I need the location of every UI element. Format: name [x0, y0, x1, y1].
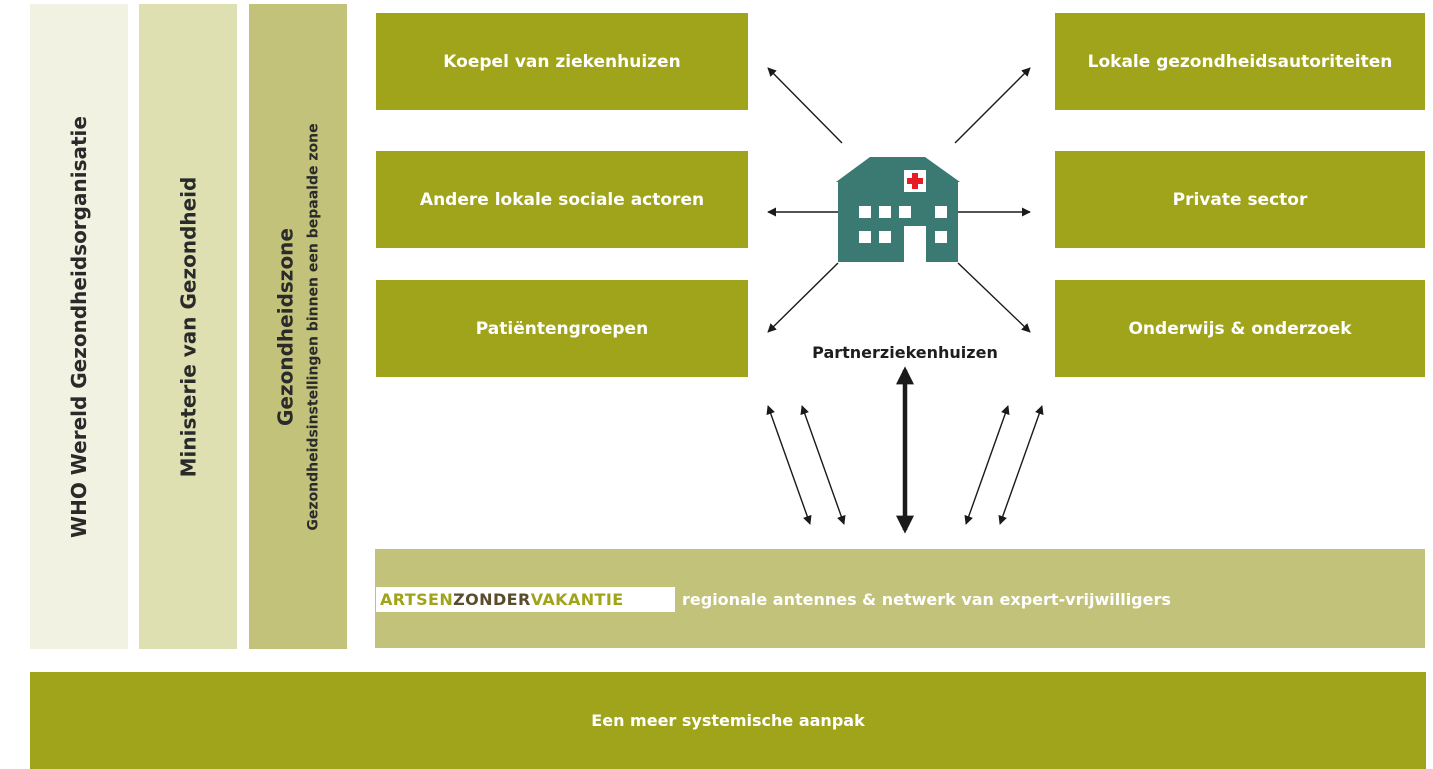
hospital-icon	[836, 157, 960, 262]
box-lokale-actoren: Andere lokale sociale actoren	[376, 151, 748, 248]
bidirectional-arrow-left-2	[800, 405, 846, 525]
partner-hospitals-label: Partnerziekenhuizen	[812, 343, 998, 362]
arrow-to-autoriteiten	[954, 67, 1031, 144]
arrow-to-koepel	[767, 67, 843, 144]
ministry-column: Ministerie van Gezondheid	[139, 4, 237, 649]
bidirectional-arrow-right-1	[964, 405, 1010, 525]
box-onderwijs-onderzoek: Onderwijs & onderzoek	[1055, 280, 1425, 377]
bidirectional-arrow-left-1	[766, 405, 812, 525]
box-gezondheidsautoriteiten: Lokale gezondheidsautoriteiten	[1055, 13, 1425, 110]
systemic-approach-bar: Een meer systemische aanpak	[30, 672, 1426, 769]
arrow-to-patientengroepen	[767, 262, 839, 333]
who-column: WHO Wereld Gezondheidsorganisatie	[30, 4, 128, 649]
box-koepel: Koepel van ziekenhuizen	[376, 13, 748, 110]
azv-network-text: regionale antennes & netwerk van expert-…	[682, 590, 1171, 609]
health-zone-column: Gezondheidszone Gezondheidsinstellingen …	[249, 4, 347, 649]
box-private-sector: Private sector	[1055, 151, 1425, 248]
bidirectional-arrow-right-2	[998, 405, 1044, 525]
box-patientengroepen: Patiëntengroepen	[376, 280, 748, 377]
arrow-to-onderwijs	[957, 262, 1031, 333]
